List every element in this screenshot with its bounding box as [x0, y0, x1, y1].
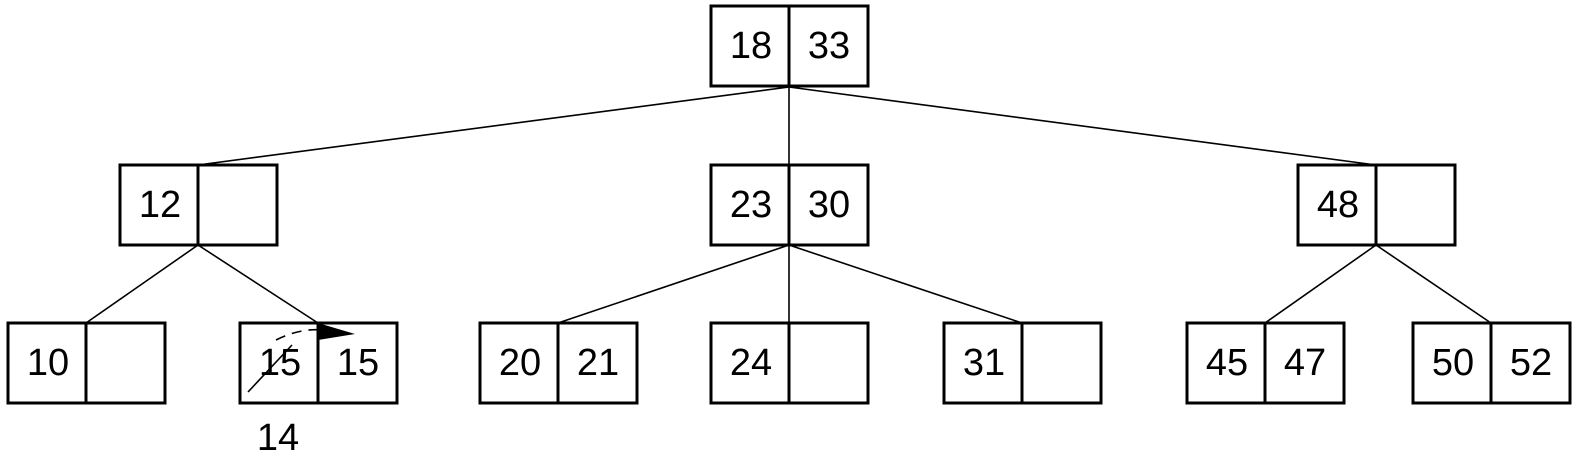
leaf-node-50-52: 50 52	[1411, 321, 1572, 405]
strike-through-mark	[247, 344, 293, 393]
edge-node-12-to-leaf-15	[197, 244, 319, 324]
root-key-2: 33	[808, 25, 850, 67]
leaf-node-24-key-1: 24	[730, 342, 772, 384]
leaf-node-45-47: 45 47	[1185, 321, 1346, 405]
leaf-node-31-key-1: 31	[963, 342, 1005, 384]
leaf-node-15-key-2: 15	[337, 342, 379, 384]
leaf-node-24: 24	[709, 321, 870, 405]
edge-root-to-node-12	[197, 86, 790, 166]
internal-node-12-key-1: 12	[139, 184, 181, 226]
internal-node-48-key-1: 48	[1317, 184, 1359, 226]
replacement-key-label: 14	[257, 417, 299, 459]
leaf-node-10-key-1: 10	[27, 342, 69, 384]
edge-node-12-to-leaf-10	[85, 244, 199, 324]
leaf-node-20-21: 20 21	[478, 321, 639, 405]
leaf-node-10: 10	[6, 321, 167, 405]
root-node: 18 33	[709, 4, 870, 88]
internal-node-23-30-key-2: 30	[808, 184, 850, 226]
shift-arrow-head	[318, 323, 355, 340]
leaf-node-50-52-key-2: 52	[1510, 342, 1552, 384]
edge-node-23-30-to-leaf-20-21	[557, 244, 790, 324]
leaf-node-20-21-key-2: 21	[577, 342, 619, 384]
internal-node-23-30: 23 30	[709, 163, 870, 247]
leaf-node-20-21-key-1: 20	[499, 342, 541, 384]
tree-edges	[85, 86, 1492, 324]
root-key-1: 18	[730, 25, 772, 67]
internal-node-48: 48	[1296, 163, 1457, 247]
leaf-node-15-key-1: 15	[259, 342, 301, 384]
leaf-node-45-47-key-2: 47	[1284, 342, 1326, 384]
edge-node-48-to-leaf-45-47	[1264, 244, 1377, 324]
edit-annotation: 14	[247, 323, 355, 459]
edge-node-23-30-to-leaf-31	[788, 244, 1023, 324]
edge-root-to-node-48	[788, 86, 1377, 166]
leaf-node-31: 31	[942, 321, 1103, 405]
internal-node-23-30-key-1: 23	[730, 184, 772, 226]
leaf-node-50-52-key-1: 50	[1432, 342, 1474, 384]
edge-node-48-to-leaf-50-52	[1375, 244, 1492, 324]
internal-node-12: 12	[118, 163, 279, 247]
leaf-node-45-47-key-1: 45	[1206, 342, 1248, 384]
